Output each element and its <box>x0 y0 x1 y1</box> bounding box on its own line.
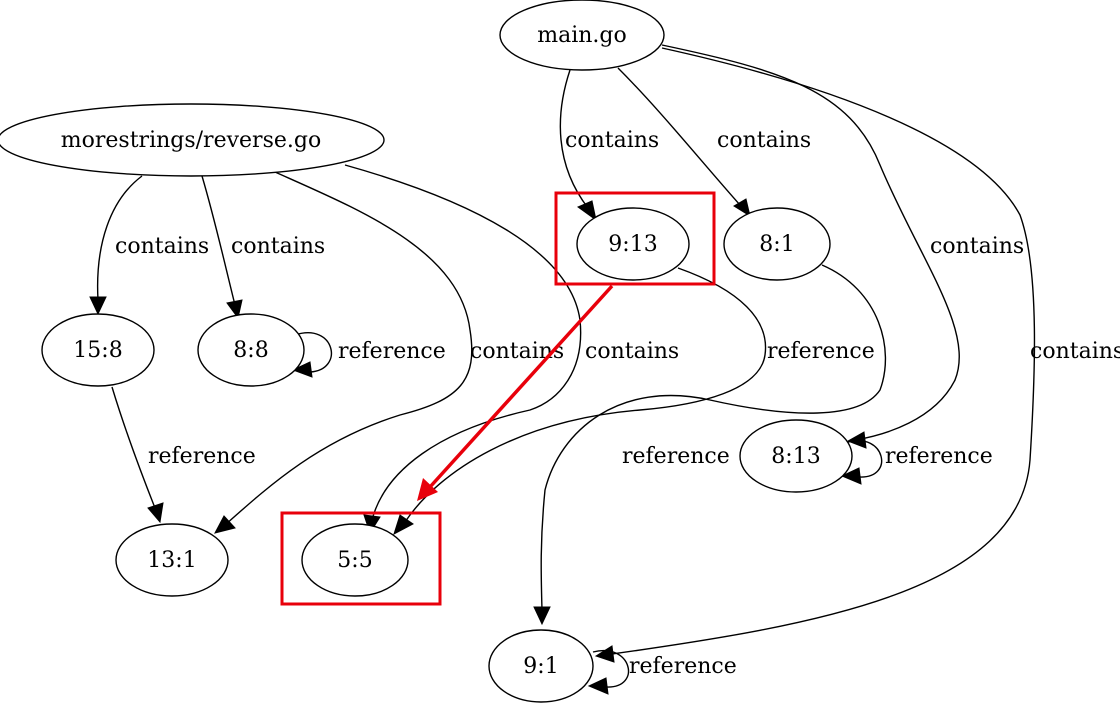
edge-main-go-to-8-1: contains <box>617 67 811 218</box>
edge-9-1-self-reference: reference <box>587 649 737 695</box>
node-main-go: main.go <box>499 0 665 71</box>
edge-label-reference: reference <box>885 444 993 469</box>
edge-reverse-go-to-15-8: contains <box>89 175 209 316</box>
node-label: 5:5 <box>337 548 372 573</box>
edge-label-contains: contains <box>115 234 209 259</box>
node-13-1: 13:1 <box>115 523 229 597</box>
edge-label-contains: contains <box>1030 339 1120 364</box>
node-label: 15:8 <box>73 338 122 363</box>
edge-main-go-to-8-13: contains <box>661 44 1024 449</box>
node-morestrings-reverse-go: morestrings/reverse.go <box>0 103 385 177</box>
edge-reverse-go-to-8-8: contains <box>201 175 325 320</box>
node-label: 8:13 <box>771 444 820 469</box>
node-15-8: 15:8 <box>41 313 155 387</box>
node-label: morestrings/reverse.go <box>61 128 321 153</box>
edge-label-contains: contains <box>585 339 679 364</box>
node-label: 9:1 <box>523 654 558 679</box>
highlight-box-9-13 <box>554 191 716 286</box>
node-label: 13:1 <box>147 548 196 573</box>
edge-15-8-to-13-1: reference <box>111 386 256 524</box>
node-9-1: 9:1 <box>488 629 594 703</box>
edge-label-reference: reference <box>622 444 730 469</box>
edge-label-contains: contains <box>565 128 659 153</box>
highlight-box-5-5 <box>280 511 442 606</box>
edge-label-reference: reference <box>629 654 737 679</box>
edge-label-contains: contains <box>231 234 325 259</box>
edge-main-go-to-9-1: contains <box>594 47 1120 663</box>
edge-label-contains: contains <box>470 339 564 364</box>
edge-8-13-self-reference: reference <box>840 439 993 485</box>
node-8-8: 8:8 <box>197 313 305 387</box>
edge-8-8-self-reference: reference <box>291 332 446 378</box>
node-label: 8:1 <box>759 232 794 257</box>
node-label: main.go <box>537 23 627 48</box>
edge-label-reference: reference <box>338 339 446 364</box>
node-9-13: 9:13 <box>576 207 690 281</box>
edge-label-reference: reference <box>148 444 256 469</box>
edge-reverse-go-to-13-1: contains <box>214 171 564 534</box>
edge-label-contains: contains <box>717 128 811 153</box>
edge-8-1-to-9-1: reference <box>533 264 887 626</box>
edge-label-contains: contains <box>930 234 1024 259</box>
node-8-13: 8:13 <box>739 419 853 493</box>
edge-label-reference: reference <box>767 339 875 364</box>
edge-9-13-to-5-5: reference <box>393 267 875 536</box>
edge-reverse-go-to-5-5: contains <box>344 164 679 535</box>
node-8-1: 8:1 <box>723 207 831 281</box>
highlight-arrowhead <box>417 478 438 501</box>
highlight-arrow <box>428 284 614 489</box>
edge-main-go-to-9-13: contains <box>559 69 659 222</box>
node-5-5: 5:5 <box>301 523 409 597</box>
highlight-overlay <box>280 191 716 606</box>
node-label: 9:13 <box>608 232 657 257</box>
node-label: 8:8 <box>233 338 268 363</box>
